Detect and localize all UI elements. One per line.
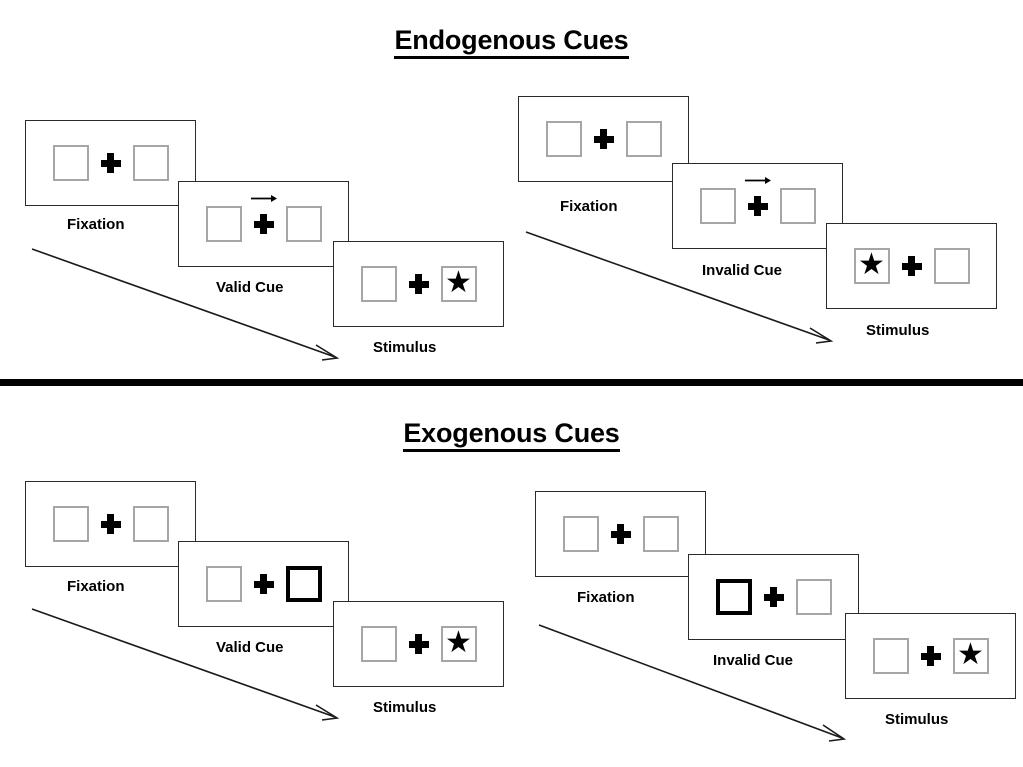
endogenous-title: Endogenous Cues [0, 25, 1023, 59]
fixation-cross-area [909, 638, 953, 674]
exogenous-valid-label-cue: Valid Cue [216, 639, 284, 656]
endogenous-invalid-label-stimulus: Stimulus [866, 322, 930, 339]
fixation-cross-icon [253, 574, 274, 594]
fixation-cross-area [890, 248, 934, 284]
endogenous-valid-label-fixation: Fixation [67, 216, 125, 233]
frame-content: ★ [360, 266, 477, 302]
fixation-cross-area [752, 579, 796, 615]
exogenous-invalid-frame-fixation[interactable] [535, 491, 706, 577]
right-box [933, 248, 970, 284]
right-box-cued [285, 566, 322, 602]
left-box [205, 566, 242, 602]
left-box [52, 506, 89, 542]
left-box [52, 145, 89, 181]
right-box [779, 188, 816, 224]
fixation-cross-area [89, 506, 133, 542]
endogenous-invalid-label-cue: Invalid Cue [702, 262, 783, 279]
star-icon: ★ [445, 626, 472, 659]
frame-content [715, 579, 832, 615]
endogenous-valid-frame-stimulus[interactable]: ★ [333, 241, 504, 327]
frame-content [205, 195, 322, 242]
star-icon: ★ [957, 638, 984, 671]
left-box [545, 121, 582, 157]
fixation-cross-area [242, 195, 286, 242]
endogenous-invalid-sequence-arrow [525, 231, 834, 344]
left-box [205, 206, 242, 242]
fixation-cross-area [582, 121, 626, 157]
endogenous-invalid-label-fixation: Fixation [560, 198, 618, 215]
arrow-right-cue-icon [250, 195, 277, 202]
left-box [360, 626, 397, 662]
endogenous-valid-frame-cue[interactable] [178, 181, 349, 267]
fixation-cross-icon [593, 129, 614, 149]
frame-content [699, 177, 816, 224]
exogenous-valid-frame-fixation[interactable] [25, 481, 196, 567]
star-icon: ★ [858, 248, 885, 281]
left-box [872, 638, 909, 674]
arrow-right-cue-icon [744, 177, 771, 184]
left-box-cued [715, 579, 752, 615]
fixation-cross-icon [100, 153, 121, 173]
left-box [360, 266, 397, 302]
fixation-cross-area [736, 177, 780, 224]
frame-content [205, 566, 322, 602]
fixation-cross-icon [408, 634, 429, 654]
right-box: ★ [440, 266, 477, 302]
exogenous-invalid-sequence-arrow [538, 624, 847, 742]
fixation-cross-icon [901, 256, 922, 276]
exogenous-valid-label-stimulus: Stimulus [373, 699, 437, 716]
left-box [562, 516, 599, 552]
section-divider [0, 379, 1023, 386]
right-box [285, 206, 322, 242]
right-box [132, 145, 169, 181]
frame-content [52, 145, 169, 181]
fixation-cross-area [89, 145, 133, 181]
fixation-cross-area [397, 266, 441, 302]
exogenous-valid-sequence-arrow [31, 608, 340, 721]
section-exogenous: Exogenous Cues Fixation Valid Cue [0, 386, 1023, 767]
right-box [795, 579, 832, 615]
exogenous-invalid-label-cue: Invalid Cue [713, 652, 794, 669]
star-icon: ★ [445, 266, 472, 299]
exogenous-invalid-label-stimulus: Stimulus [885, 711, 949, 728]
endogenous-invalid-frame-fixation[interactable] [518, 96, 689, 182]
right-box [625, 121, 662, 157]
exogenous-title: Exogenous Cues [0, 418, 1023, 452]
fixation-cross-icon [920, 646, 941, 666]
left-box [699, 188, 736, 224]
endogenous-valid-sequence-arrow [31, 248, 340, 361]
frame-content: ★ [853, 248, 970, 284]
fixation-cross-area [599, 516, 643, 552]
exogenous-valid-frame-stimulus[interactable]: ★ [333, 601, 504, 687]
exogenous-invalid-frame-stimulus[interactable]: ★ [845, 613, 1016, 699]
fixation-cross-icon [408, 274, 429, 294]
frame-content: ★ [872, 638, 989, 674]
frame-content [52, 506, 169, 542]
section-endogenous: Endogenous Cues Fixation [0, 0, 1023, 382]
endogenous-invalid-frame-cue[interactable] [672, 163, 843, 249]
frame-content: ★ [360, 626, 477, 662]
fixation-cross-icon [253, 214, 274, 234]
fixation-cross-icon [610, 524, 631, 544]
frame-content [545, 121, 662, 157]
right-box [132, 506, 169, 542]
fixation-cross-icon [747, 196, 768, 216]
fixation-cross-icon [100, 514, 121, 534]
exogenous-invalid-frame-cue[interactable] [688, 554, 859, 640]
fixation-cross-area [397, 626, 441, 662]
fixation-cross-icon [763, 587, 784, 607]
exogenous-valid-label-fixation: Fixation [67, 578, 125, 595]
frame-content [562, 516, 679, 552]
endogenous-valid-label-stimulus: Stimulus [373, 339, 437, 356]
right-box: ★ [440, 626, 477, 662]
right-box: ★ [952, 638, 989, 674]
exogenous-invalid-label-fixation: Fixation [577, 589, 635, 606]
fixation-cross-area [242, 566, 286, 602]
endogenous-invalid-frame-stimulus[interactable]: ★ [826, 223, 997, 309]
left-box: ★ [853, 248, 890, 284]
endogenous-valid-frame-fixation[interactable] [25, 120, 196, 206]
endogenous-valid-label-cue: Valid Cue [216, 279, 284, 296]
exogenous-valid-frame-cue[interactable] [178, 541, 349, 627]
right-box [642, 516, 679, 552]
